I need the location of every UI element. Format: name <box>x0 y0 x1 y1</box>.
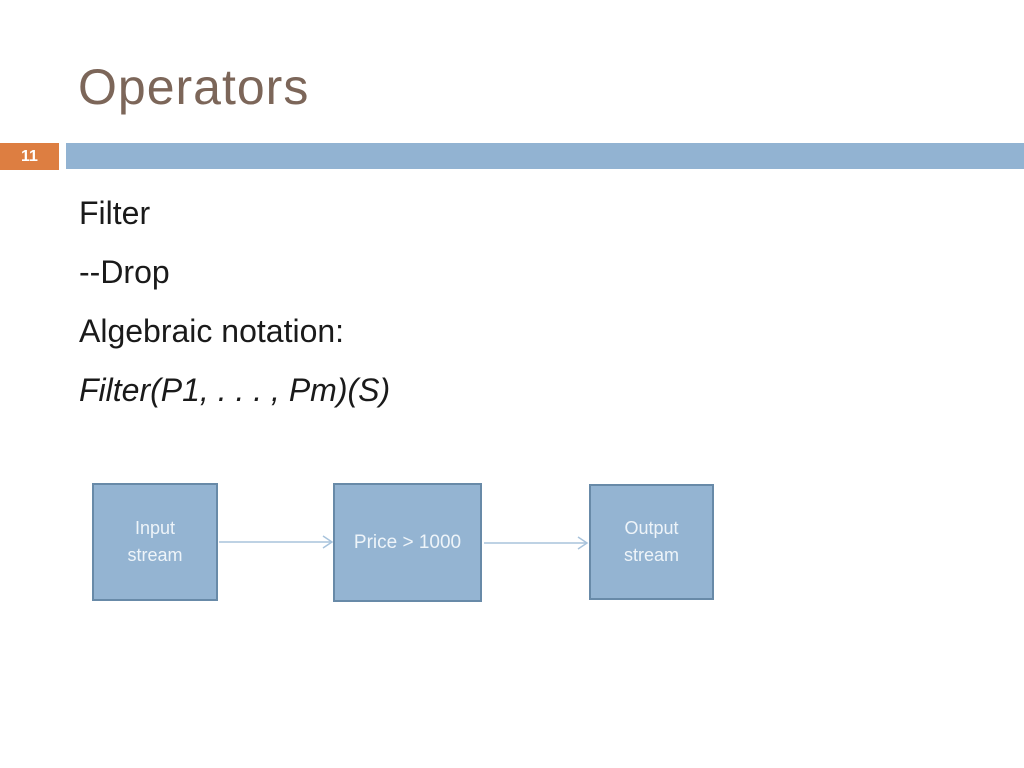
body-line-filter: Filter <box>79 195 151 231</box>
diagram-node-output-stream: Output stream <box>589 484 714 600</box>
slide-number-badge: 11 <box>0 143 59 170</box>
flow-arrow-icon <box>484 536 589 550</box>
body-text-block: Filter --Drop Algebraic notation: Filter… <box>79 184 390 420</box>
body-line-algebraic-notation: Algebraic notation: <box>79 313 345 349</box>
body-line-drop: --Drop <box>79 254 170 290</box>
node-label-line: stream <box>623 545 679 565</box>
flow-arrow-icon <box>219 535 334 549</box>
node-label-line: Output <box>624 518 679 538</box>
body-line-formula: Filter(P1, . . . , Pm)(S) <box>79 372 391 408</box>
node-label-line: Price > 1000 <box>353 532 462 553</box>
diagram-node-input-stream: Input stream <box>92 483 218 601</box>
slide-title: Operators <box>78 59 310 115</box>
node-label-line: stream <box>127 545 183 565</box>
node-label-line: Input <box>134 518 176 538</box>
title-underline-band <box>66 143 1024 169</box>
diagram-node-filter-predicate: Price > 1000 <box>333 483 482 602</box>
